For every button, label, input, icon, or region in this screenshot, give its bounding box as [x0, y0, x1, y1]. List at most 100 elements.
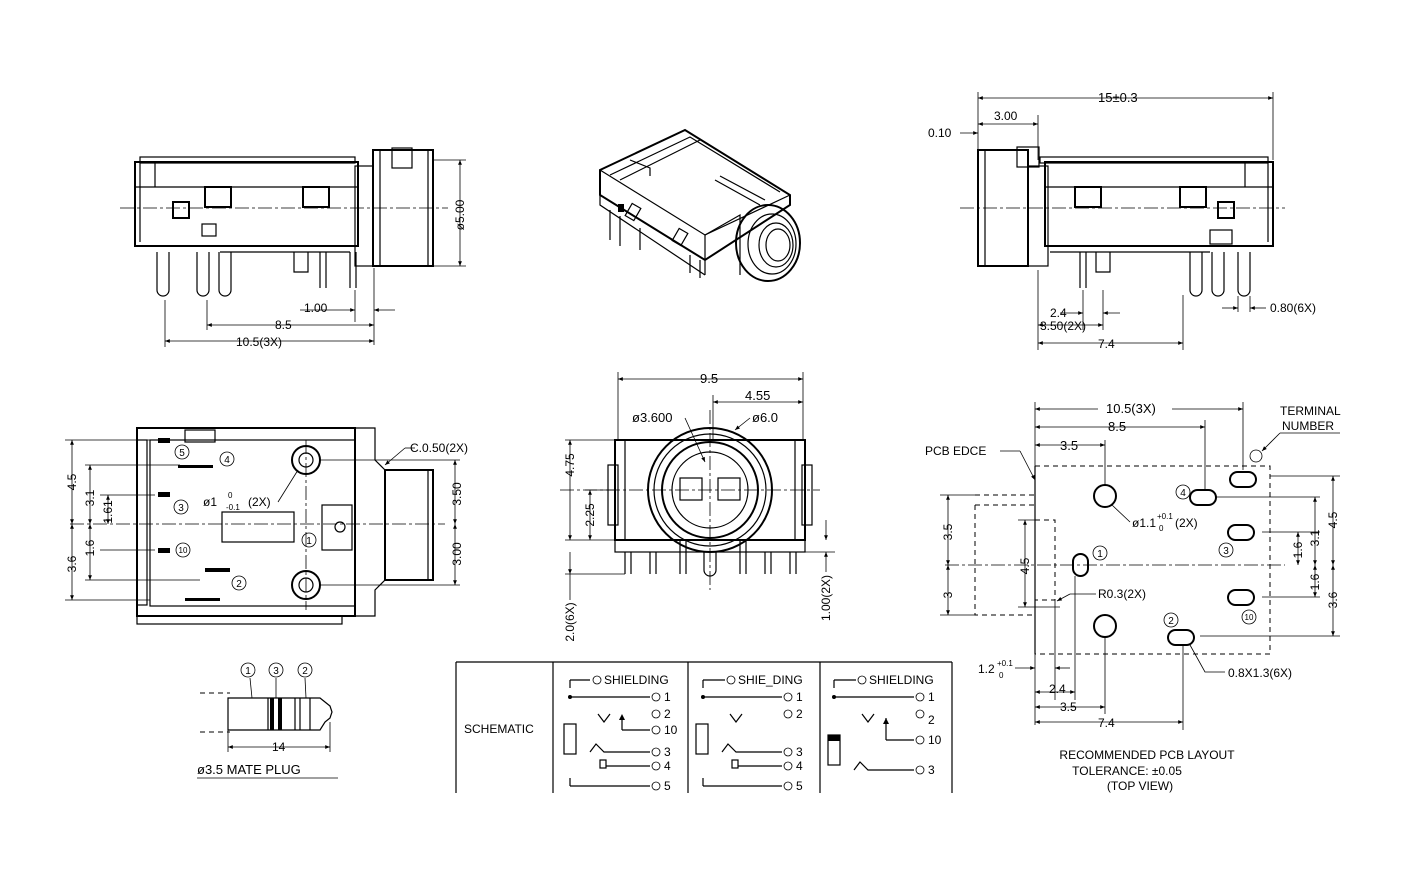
end-dim-100: 1.00(2X)	[819, 575, 833, 621]
pcb-r03: R0.3(2X)	[1098, 587, 1146, 601]
sch1-pin-4: 4	[664, 759, 671, 773]
sch1-pin-1: 1	[664, 690, 671, 704]
end-dim-60: ø6.0	[752, 410, 778, 425]
sch2-pin-4: 4	[796, 759, 803, 773]
terminal-marker	[1249, 449, 1263, 463]
plug-label: ø3.5 MATE PLUG	[197, 762, 301, 777]
isometric-view	[599, 128, 801, 282]
mate-plug: 1 3 2 14 ø3.5 MATE PLUG	[197, 662, 338, 779]
pcb-dim-45r: 4.5	[1326, 511, 1340, 528]
pcb-pin-1: 1	[1092, 545, 1108, 561]
pcb-hole-bottom	[1093, 614, 1117, 638]
front-body	[134, 161, 359, 247]
pcb-dim-35l: 3.5	[941, 523, 955, 540]
pcb-dim-16r: 1.6	[1291, 541, 1305, 558]
top-pin-1: 1	[301, 532, 317, 548]
sch3-shielding: SHIELDING	[869, 673, 934, 687]
end-dim-225: 2.25	[583, 503, 597, 527]
dim-right-15: 15±0.3	[1098, 90, 1138, 105]
pcb-caption-1: RECOMMENDED PCB LAYOUT	[1059, 748, 1235, 762]
right-view: 15±0.3 3.00 0.10 2.4 3.50(2X) 7.4 0.80(6…	[928, 90, 1316, 351]
sch1-pin-3: 3	[664, 745, 671, 759]
dim-right-010: 0.10	[928, 126, 952, 140]
top-dim-45: 4.5	[65, 473, 79, 490]
sch1-pin-2: 2	[664, 707, 671, 721]
plug-pin-1: 1	[240, 662, 256, 678]
end-dim-95: 9.5	[700, 371, 718, 386]
top-hole-count: (2X)	[248, 495, 271, 509]
sch2-shielding: SHIE_DING	[738, 673, 803, 687]
sch2-pin-5: 5	[796, 779, 803, 793]
top-pin-10: 10	[175, 542, 191, 558]
pcb-dim-12: 1.2	[978, 662, 995, 676]
top-hole-tol-top: 0	[228, 491, 233, 500]
front-view: ø5.00 1.00 8.5 10.5(3X)	[120, 147, 467, 349]
top-dim-31: 3.1	[83, 489, 97, 506]
pcb-hole-top	[1093, 484, 1117, 508]
schematic-col-2: SHIE_DING 1 2 3 4 5	[695, 673, 803, 793]
svg-text:2: 2	[302, 666, 308, 677]
schematic-col-3: SHIELDING 1 2 10 3	[827, 673, 942, 777]
svg-text:1: 1	[245, 666, 251, 677]
dim-right-74: 7.4	[1098, 337, 1115, 351]
svg-text:1: 1	[306, 536, 312, 547]
pcb-pin-10: 10	[1241, 609, 1257, 625]
dim-front-dia: ø5.00	[453, 199, 467, 230]
dim-right-350: 3.50(2X)	[1040, 319, 1086, 333]
svg-text:4: 4	[224, 455, 230, 466]
dim-right-080: 0.80(6X)	[1270, 301, 1316, 315]
top-view: 5 4 3 10 1 2 ø1 0 -0.1 (2X) C.0.50(2X) 4…	[65, 427, 468, 625]
pcb-dim-24: 2.4	[1049, 682, 1066, 696]
pcb-hole-tol-top: +0.1	[1157, 512, 1173, 521]
pcb-pin-3: 3	[1218, 542, 1234, 558]
pcb-dim-12-tol-bot: 0	[999, 671, 1004, 680]
plug-pin-3: 3	[268, 662, 284, 678]
pcb-dim-35t: 3.5	[1060, 438, 1078, 453]
dim-right-24: 2.4	[1050, 306, 1067, 320]
end-dim-20: 2.0(6X)	[563, 602, 577, 641]
svg-text:10: 10	[179, 546, 188, 555]
pcb-dim-45: 4.5	[1018, 557, 1032, 574]
sch1-pin-10: 10	[664, 723, 678, 737]
svg-text:10: 10	[1245, 613, 1254, 622]
pcb-pin-2: 2	[1163, 612, 1179, 628]
plug-dim: 14	[272, 740, 286, 754]
terminal-label-1: TERMINAL	[1280, 404, 1341, 418]
sch1-pin-5: 5	[664, 779, 671, 793]
sch3-pin-3: 3	[928, 763, 935, 777]
sch2-pin-2: 2	[796, 707, 803, 721]
end-view: 9.5 4.55 ø3.600 ø6.0 4.75 2.25 2.0(6X) 1…	[560, 371, 835, 642]
pcb-dim-3: 3	[941, 591, 955, 598]
svg-text:2: 2	[1168, 616, 1174, 627]
svg-text:2: 2	[236, 579, 242, 590]
top-pin-5: 5	[174, 444, 190, 460]
top-hole-tol-bot: -0.1	[226, 503, 240, 512]
pcb-dim-12-tol-top: +0.1	[997, 659, 1013, 668]
end-dim-455: 4.55	[745, 388, 770, 403]
svg-text:3: 3	[178, 503, 184, 514]
end-dim-3600: ø3.600	[632, 410, 672, 425]
pcb-slot: 0.8X1.3(6X)	[1228, 666, 1292, 680]
svg-text:4: 4	[1180, 488, 1186, 499]
pcb-caption-2: TOLERANCE: ±0.05	[1072, 764, 1182, 778]
top-dim-300: 3.00	[450, 542, 464, 566]
top-pin-4: 4	[219, 451, 235, 467]
top-dim-350: 3.50	[450, 482, 464, 506]
end-dim-475: 4.75	[563, 453, 577, 477]
pcb-pin-4: 4	[1175, 484, 1191, 500]
top-hole-dia: ø1	[203, 495, 217, 509]
pcb-dim-105: 10.5(3X)	[1106, 401, 1156, 416]
svg-text:3: 3	[273, 666, 279, 677]
pcb-dim-16r2: 1.6	[1308, 573, 1322, 590]
schematic-col-1: SHIELDING 1 2 10 3 4 5	[563, 673, 678, 793]
pcb-dim-36r: 3.6	[1326, 591, 1340, 608]
plug-pin-2: 2	[297, 662, 313, 678]
svg-text:1: 1	[1097, 549, 1103, 560]
pcb-dim-31r: 3.1	[1308, 529, 1322, 546]
dim-right-300: 3.00	[994, 109, 1018, 123]
terminal-label-2: NUMBER	[1282, 419, 1334, 433]
sch2-pin-1: 1	[796, 690, 803, 704]
dim-front-100: 1.00	[304, 301, 328, 315]
top-dim-161: 1.61	[101, 500, 115, 524]
